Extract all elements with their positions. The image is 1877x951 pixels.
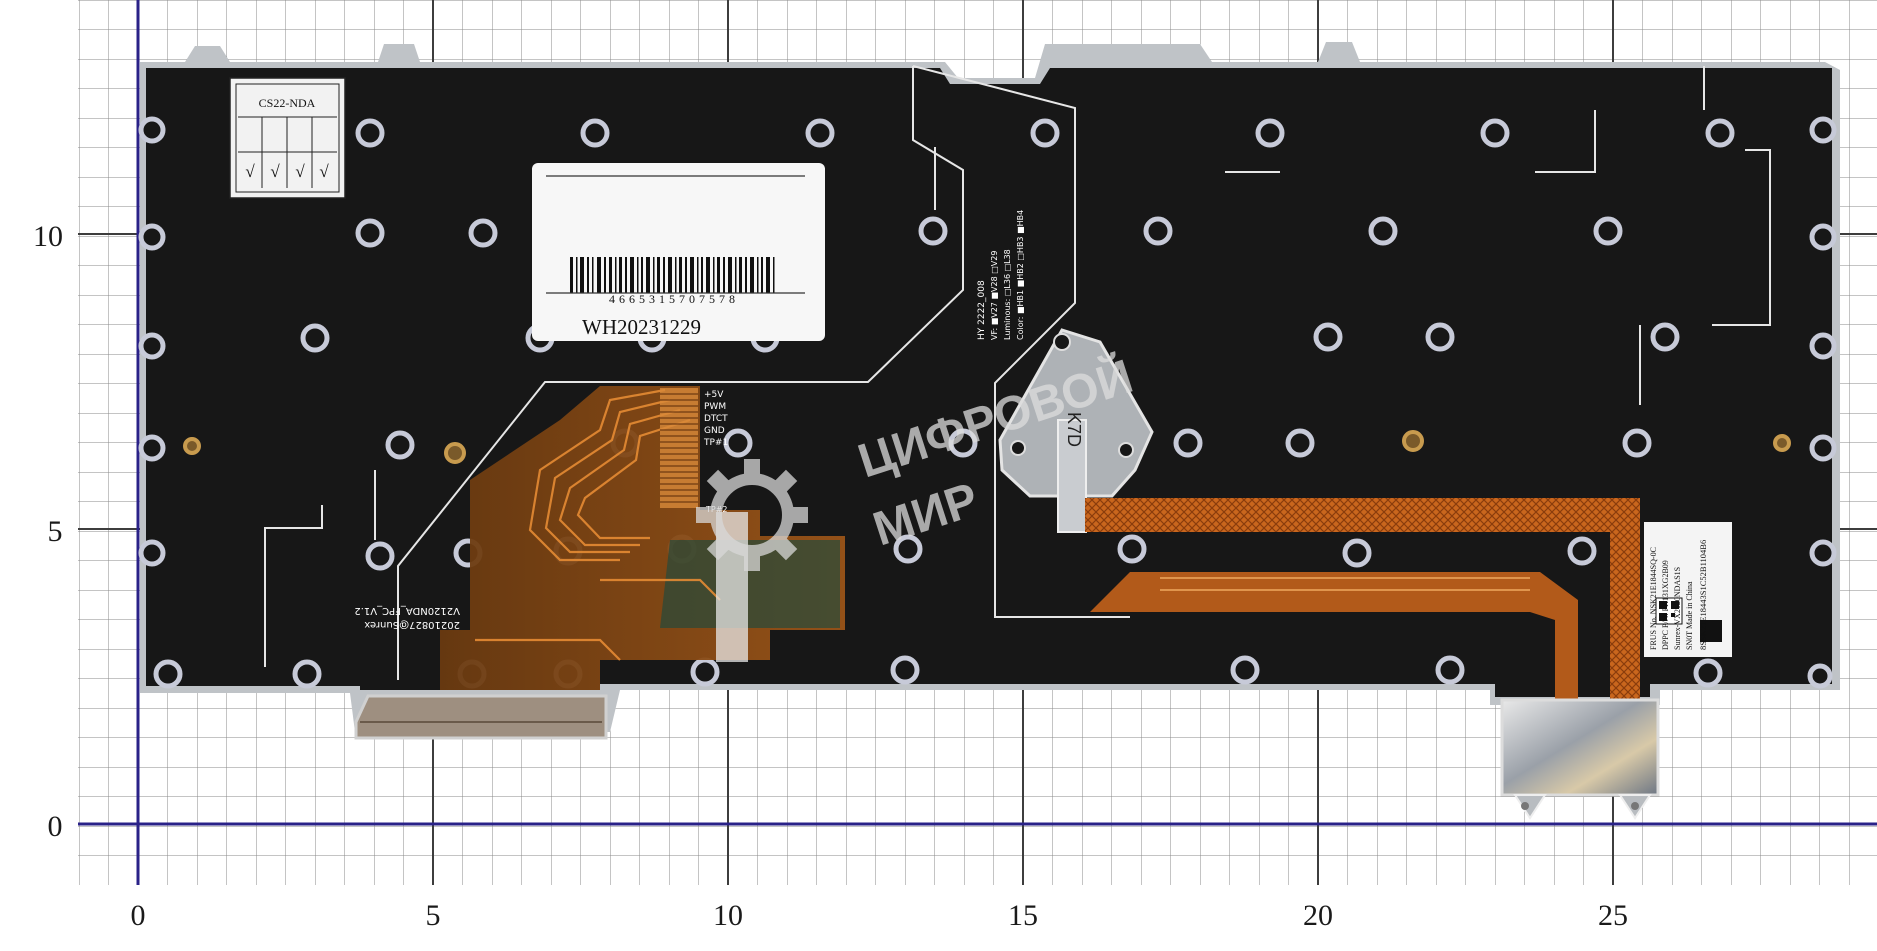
fpc-print: V2120NDA_FPC_V1.2 <box>354 605 460 616</box>
gear-icon <box>696 459 808 571</box>
bottom-connector <box>354 694 608 740</box>
check-mark: √ <box>295 162 305 181</box>
label-line: 8SSN21E18443S1C52B1104B6 <box>1698 540 1708 650</box>
print-line: Color: ■HB1 ■HB2 □HB3 ■HB4 <box>1016 210 1025 340</box>
backlight-print: HY 2222_008 VF: ■V27 ■V28 □V29 Luminous:… <box>977 210 1025 340</box>
check-mark: √ <box>270 162 280 181</box>
right-metal-connector <box>1500 698 1660 820</box>
x-tick-label: 15 <box>1008 899 1038 932</box>
label-line: SN0T Made in China <box>1685 581 1694 650</box>
bracket-mark: K7D <box>1064 412 1084 447</box>
sticker-title: CS22-NDA <box>259 96 316 110</box>
pin-label: +5V <box>704 390 724 400</box>
model-sticker: CS22-NDA √ √ √ √ <box>229 77 346 199</box>
metal-bracket: K7D <box>998 328 1154 533</box>
left-flex-cable: +5V PWM DTCT GND TP#1 TP#2 V2120NDA_FPC_… <box>354 386 845 740</box>
right-flex-cable <box>1085 498 1640 700</box>
x-tick-label: 0 <box>131 899 146 932</box>
check-mark: √ <box>245 162 255 181</box>
label-line: FRUS No. NSK21E1844SQ-0C <box>1649 547 1658 650</box>
brass-screws <box>183 430 1791 464</box>
label-line: Sunrex-VX2120NDAS1S <box>1673 567 1682 650</box>
fpc-print: 20210827@Sunrex <box>364 619 460 630</box>
y-tick-label: 10 <box>33 220 63 253</box>
y-tick-label: 0 <box>48 810 63 843</box>
x-tick-label: 20 <box>1303 899 1333 932</box>
label-code: WH20231229 <box>582 315 701 339</box>
check-mark: √ <box>319 162 329 181</box>
label-line: DPPC P/N: PK131XG2B09 <box>1661 560 1670 650</box>
pin-label: GND <box>704 426 725 436</box>
x-tick-label: 25 <box>1598 899 1628 932</box>
print-line: HY 2222_008 <box>977 280 987 340</box>
y-tick-label: 5 <box>48 515 63 548</box>
product-label: FRUS No. NSK21E1844SQ-0C DPPC P/N: PK131… <box>1644 522 1732 657</box>
barcode-label: 4665315707578 WH20231229 <box>532 163 825 341</box>
barcode <box>570 257 775 293</box>
panel-outlines <box>264 65 1771 680</box>
print-line: VF: ■V27 ■V28 □V29 <box>990 251 999 340</box>
pin-label: PWM <box>704 402 726 412</box>
pin-label: TP#1 <box>703 438 728 448</box>
x-tick-label: 10 <box>713 899 743 932</box>
barcode-digits: 4665315707578 <box>609 292 739 306</box>
print-line: Luminous: □L36 □L38 <box>1003 249 1012 340</box>
x-tick-label: 5 <box>426 899 441 932</box>
pin-label: DTCT <box>704 414 728 424</box>
